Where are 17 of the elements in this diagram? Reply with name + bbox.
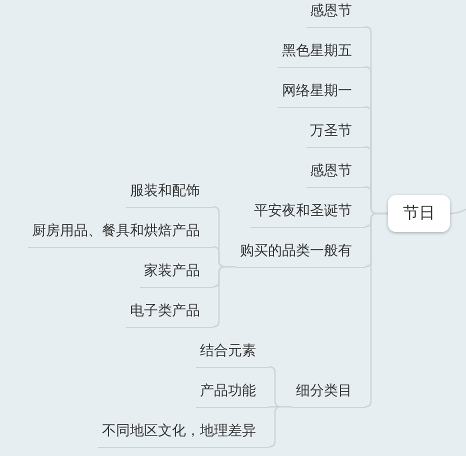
subtopic-label: 感恩节 — [306, 160, 366, 188]
subtopic-label: 平安夜和圣诞节 — [250, 200, 366, 228]
subtopic-label: 电子类产品 — [126, 300, 213, 328]
subtopic-label: 黑色星期五 — [278, 40, 366, 68]
subtopic-label: 细分类目 — [292, 380, 366, 408]
subtopic-label: 购买的品类一般有 — [236, 240, 366, 268]
topic-box: 节日 — [388, 195, 450, 232]
subtopic-label: 产品功能 — [196, 380, 269, 408]
connector-line — [450, 208, 466, 214]
subtopic-label: 服装和配饰 — [126, 180, 213, 208]
subtopic-label: 结合元素 — [196, 340, 269, 368]
subtopic-label: 厨房用品、餐具和烘焙产品 — [28, 220, 213, 248]
subtopic-label: 万圣节 — [306, 120, 366, 148]
subtopic-label: 感恩节 — [306, 0, 366, 28]
subtopic-label: 网络星期一 — [278, 80, 366, 108]
subtopic-label: 不同地区文化，地理差异 — [98, 420, 269, 448]
subtopic-label: 家装产品 — [140, 260, 213, 288]
